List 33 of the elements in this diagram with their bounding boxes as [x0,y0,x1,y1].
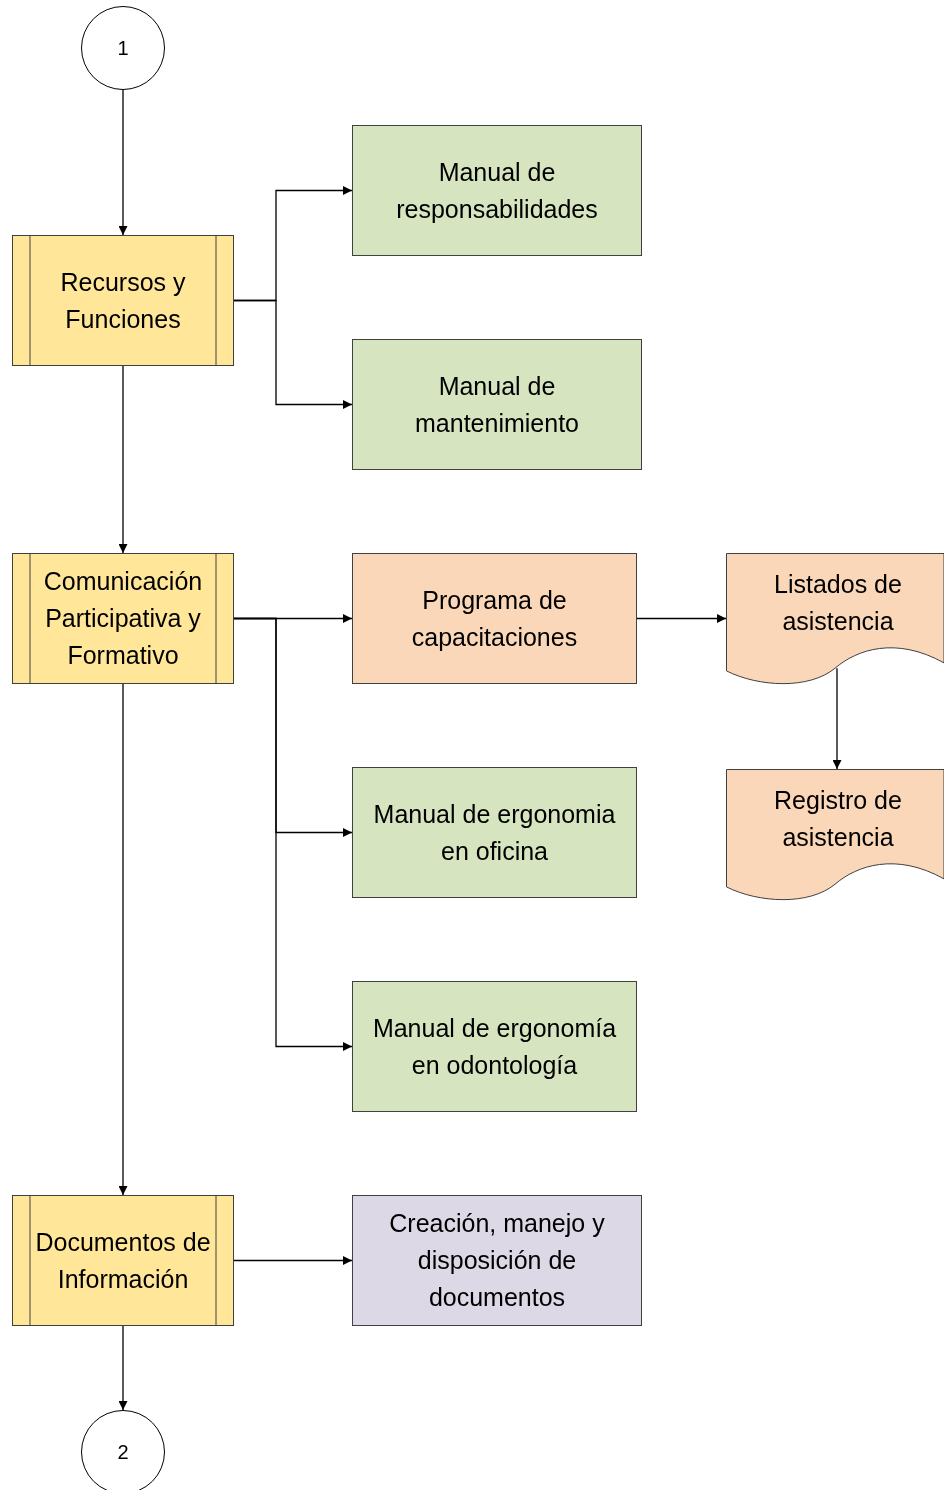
node-label: Documentos de Información [34,1226,212,1295]
process-box [352,125,642,256]
document-shape [726,769,944,903]
process-box [352,339,642,470]
node-label: Manual de mantenimiento [414,370,580,439]
node-label: Manual de ergonomia en oficina [372,798,617,867]
arrow [832,667,842,770]
node-label: Programa de capacitaciones [410,584,579,653]
document-shape [726,553,944,687]
arrow [233,299,353,409]
process-box [352,553,637,684]
node-label: 2 [117,1440,129,1465]
node-label: 1 [117,36,129,61]
predefined-process-box [12,235,234,366]
arrow [233,617,353,1051]
process-box [352,981,637,1112]
process-box [352,767,637,898]
predefined-process-box [12,553,234,684]
arrow [118,683,128,1196]
node-label: Recursos y Funciones [59,266,187,335]
node-label: Manual de responsabilidades [395,156,599,225]
node-label: Registro de asistencia [773,785,903,853]
arrow [118,1325,128,1411]
arrow [118,365,128,554]
process-box [352,1195,642,1326]
node-label: Listados de asistencia [773,569,903,637]
arrow [636,614,727,623]
node-label: Comunicación Participativa y Formativo [42,566,204,671]
arrow [233,1256,353,1265]
arrow [118,89,128,236]
node-label: Creación, manejo y disposición de documentos [388,1208,606,1313]
node-label: Manual de ergonomía en odontología [371,1012,618,1081]
predefined-process-box [12,1195,234,1326]
